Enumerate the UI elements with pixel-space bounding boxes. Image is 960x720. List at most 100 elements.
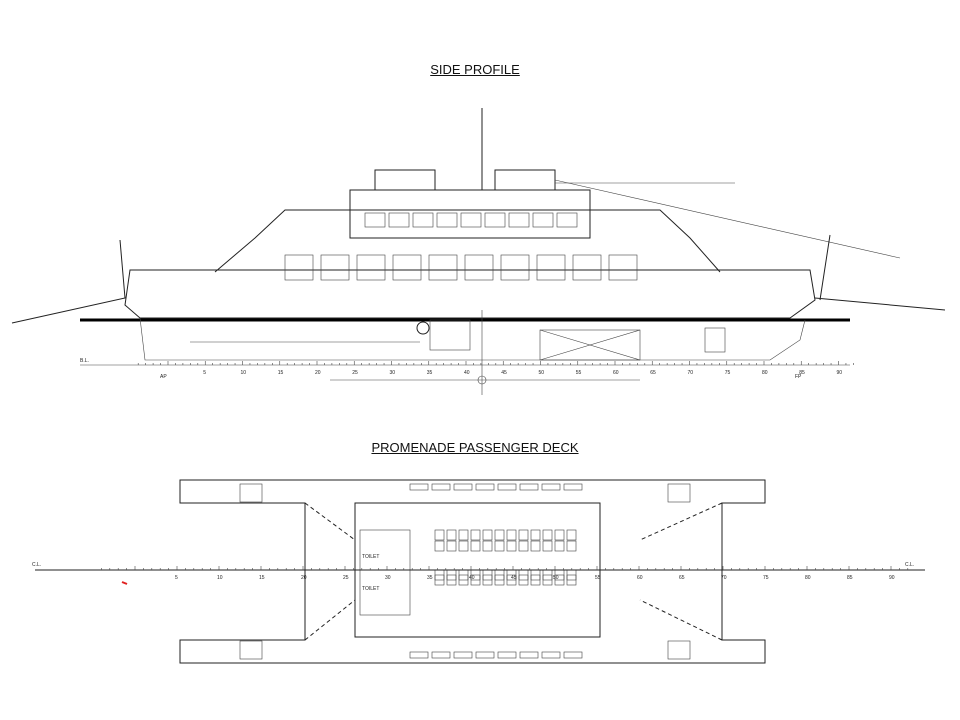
seat xyxy=(506,529,517,541)
seat xyxy=(482,540,493,552)
cl-label-right: C.L. xyxy=(905,562,914,568)
main-cabin xyxy=(214,209,721,273)
seat xyxy=(566,529,577,541)
frame-number: 10 xyxy=(217,575,223,581)
upper-cabin xyxy=(349,189,591,239)
hull-outline xyxy=(124,269,816,319)
bench xyxy=(431,483,451,491)
window xyxy=(428,254,458,281)
window xyxy=(460,212,482,228)
seat xyxy=(482,529,493,541)
bench xyxy=(497,651,517,659)
bench xyxy=(475,651,495,659)
frame-number: 20 xyxy=(301,575,307,581)
bench xyxy=(497,483,517,491)
frame-number: 60 xyxy=(637,575,643,581)
frame-number: 10 xyxy=(241,370,247,376)
seat xyxy=(434,529,445,541)
window xyxy=(356,254,386,281)
seat xyxy=(446,540,457,552)
frame-number: 40 xyxy=(464,370,470,376)
bench xyxy=(563,651,583,659)
toilet-label-2: TOILET xyxy=(362,586,379,592)
frame-number: 70 xyxy=(688,370,694,376)
frame-number: 30 xyxy=(385,575,391,581)
seat xyxy=(506,540,517,552)
frame-number: 85 xyxy=(799,370,805,376)
seat xyxy=(542,540,553,552)
frame-number: 15 xyxy=(278,370,284,376)
seat xyxy=(530,540,541,552)
frame-number: 55 xyxy=(576,370,582,376)
seat xyxy=(458,540,469,552)
seat xyxy=(542,529,553,541)
frame-number: 25 xyxy=(352,370,358,376)
seat xyxy=(458,529,469,541)
frame-number: 40 xyxy=(469,575,475,581)
frame-number: 65 xyxy=(679,575,685,581)
bench xyxy=(541,483,561,491)
frame-number: 35 xyxy=(427,575,433,581)
frame-number: 60 xyxy=(613,370,619,376)
window xyxy=(500,254,530,281)
fwd-ramp xyxy=(814,234,946,311)
baseline-label: B.L. xyxy=(80,358,89,364)
bench xyxy=(519,651,539,659)
window xyxy=(464,254,494,281)
window xyxy=(572,254,602,281)
frame-number: 35 xyxy=(427,370,433,376)
window xyxy=(508,212,530,228)
bench xyxy=(453,483,473,491)
frame-number: 30 xyxy=(390,370,396,376)
window xyxy=(364,212,386,228)
deck-outline xyxy=(179,479,766,664)
frame-number: 45 xyxy=(501,370,507,376)
bench xyxy=(541,651,561,659)
frame-number: 90 xyxy=(837,370,843,376)
window xyxy=(284,254,314,281)
window xyxy=(320,254,350,281)
bench xyxy=(453,651,473,659)
seat xyxy=(446,529,457,541)
cl-label-left: C.L. xyxy=(32,562,41,568)
seat xyxy=(554,529,565,541)
frame-number: 15 xyxy=(259,575,265,581)
wheelhouse-fwd xyxy=(494,169,556,191)
bench xyxy=(409,483,429,491)
bench xyxy=(519,483,539,491)
toilet-label-1: TOILET xyxy=(362,554,379,560)
frame-number: 5 xyxy=(203,370,206,376)
side-profile-title: SIDE PROFILE xyxy=(430,62,520,77)
window xyxy=(556,212,578,228)
frame-number: 80 xyxy=(762,370,768,376)
wheelhouse-aft xyxy=(374,169,436,191)
aft-ramp xyxy=(11,239,126,324)
bench xyxy=(475,483,495,491)
frame-number: 55 xyxy=(595,575,601,581)
seat xyxy=(554,540,565,552)
frame-number: 85 xyxy=(847,575,853,581)
seat xyxy=(566,540,577,552)
frame-number: 90 xyxy=(889,575,895,581)
seat xyxy=(494,540,505,552)
seating-area xyxy=(409,483,583,659)
frame-number: 50 xyxy=(553,575,559,581)
seat xyxy=(518,529,529,541)
fp-label: FP xyxy=(795,374,802,380)
frame-number: 75 xyxy=(725,370,731,376)
frame-number: 50 xyxy=(539,370,545,376)
passenger-deck-title: PROMENADE PASSENGER DECK xyxy=(371,440,579,455)
frame-number: 80 xyxy=(805,575,811,581)
window xyxy=(484,212,506,228)
frame-number: 75 xyxy=(763,575,769,581)
frame-number: 45 xyxy=(511,575,517,581)
seat xyxy=(470,540,481,552)
seat xyxy=(494,529,505,541)
seat xyxy=(470,529,481,541)
seat xyxy=(530,529,541,541)
window xyxy=(388,212,410,228)
seat xyxy=(518,540,529,552)
red-marker xyxy=(121,581,128,585)
